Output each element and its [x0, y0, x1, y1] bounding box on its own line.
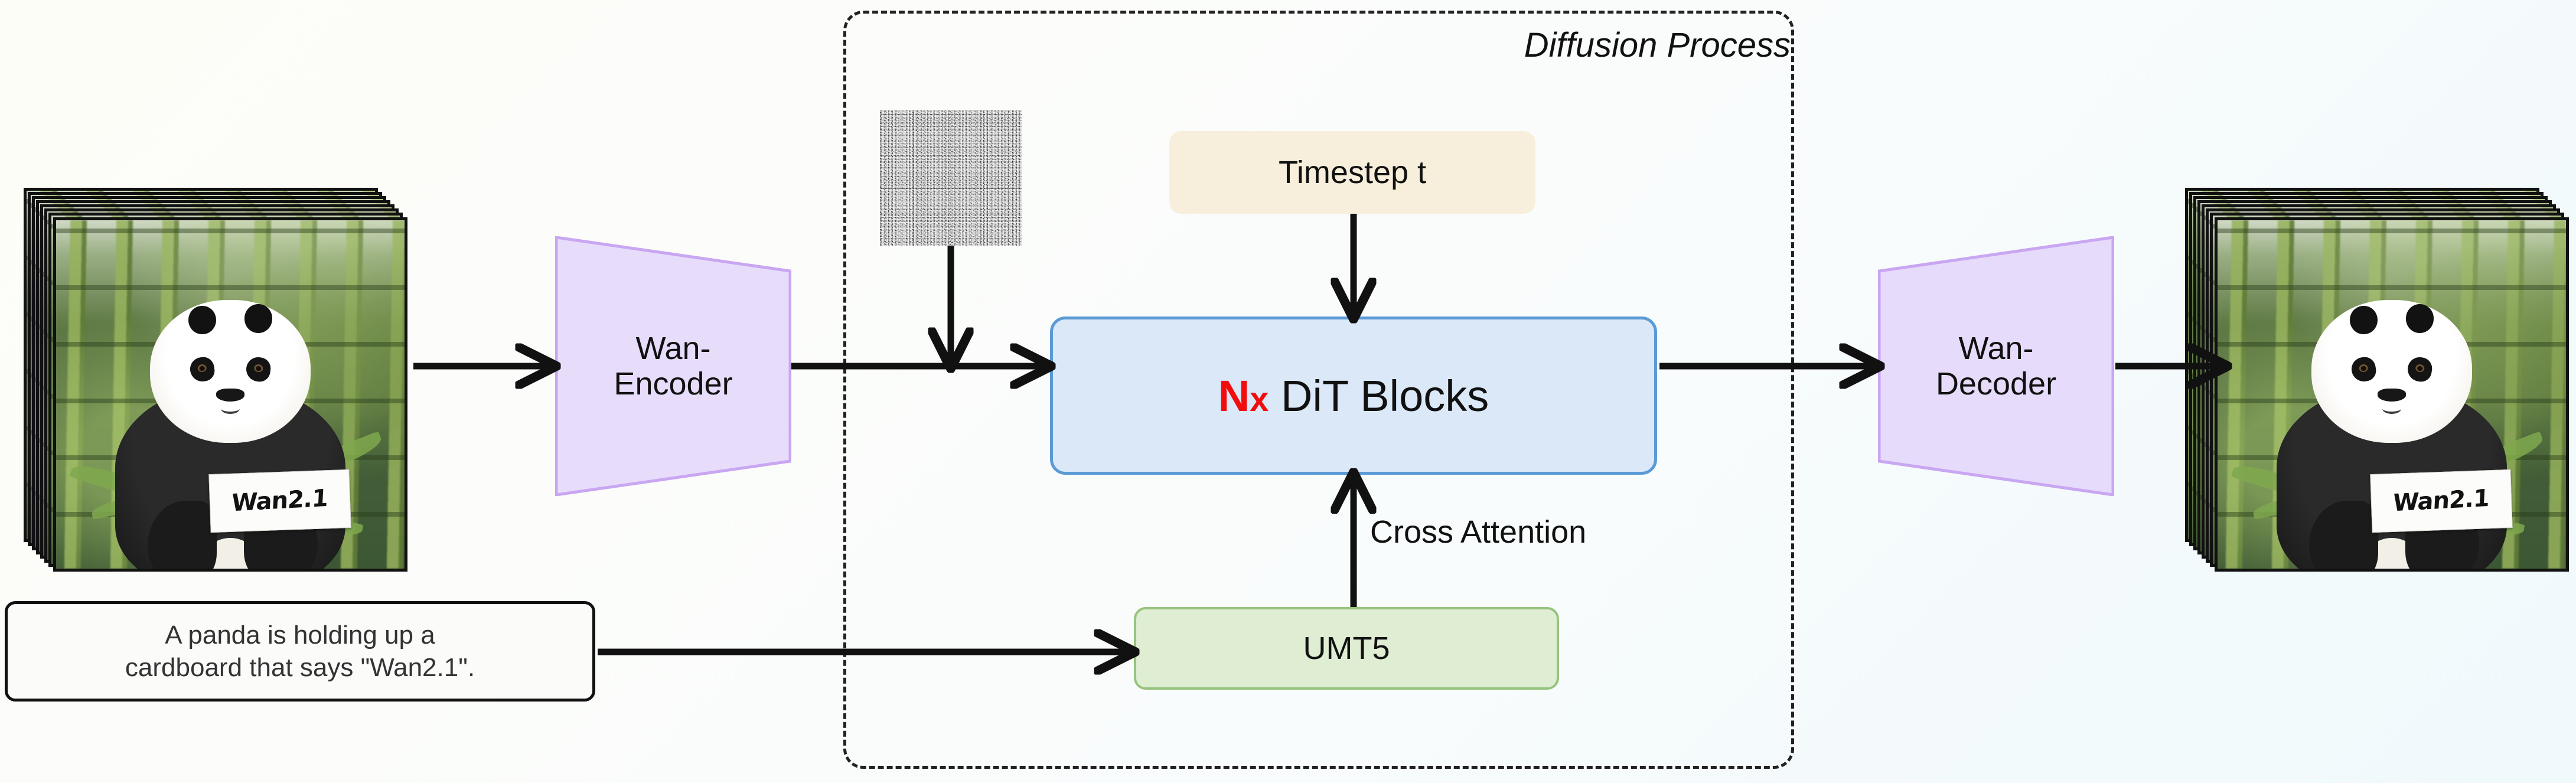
diffusion-process-container [843, 11, 1794, 769]
panda-illustration-output: Wan2.1 [2218, 283, 2566, 569]
output-frame-stack: Wan2.1 [2185, 188, 2569, 572]
wan-decoder-label-line2: Decoder [1935, 366, 2057, 402]
wan-decoder-label-line1: Wan- [1958, 330, 2034, 366]
dit-blocks-block[interactable]: Nx DiT Blocks [1050, 317, 1657, 475]
prompt-line-1: A panda is holding up a [165, 621, 435, 650]
gaussian-noise-patch [880, 110, 1022, 246]
panda-illustration: Wan2.1 [56, 283, 405, 569]
dit-times-symbol: x [1250, 380, 1269, 419]
input-frame-stack: Wan2.1 [24, 188, 407, 572]
prompt-text-box[interactable]: A panda is holding up a cardboard that s… [5, 601, 595, 702]
timestep-block[interactable]: Timestep t [1169, 131, 1535, 214]
umt5-block[interactable]: UMT5 [1134, 607, 1559, 690]
timestep-label: Timestep t [1278, 155, 1427, 190]
dit-repeat-count: N [1218, 371, 1250, 420]
wan-encoder-label-line1: Wan- [635, 330, 711, 366]
cardboard-sign-output-text: Wan2.1 [2392, 484, 2490, 517]
umt5-label: UMT5 [1303, 631, 1390, 666]
wan-encoder-label-line2: Encoder [614, 366, 733, 402]
wan-decoder-block[interactable]: Wan- Decoder [1878, 236, 2114, 496]
dit-blocks-label: DiT Blocks [1281, 371, 1489, 420]
cardboard-sign-text: Wan2.1 [230, 484, 329, 517]
cross-attention-label: Cross Attention [1370, 514, 1587, 550]
wan-encoder-outline [555, 236, 791, 496]
input-front-frame: Wan2.1 [53, 217, 407, 572]
wan-decoder-outline [1878, 236, 2114, 496]
diffusion-process-title: Diffusion Process [1524, 25, 1791, 64]
cardboard-sign-output: Wan2.1 [2369, 469, 2513, 533]
prompt-line-2: cardboard that says "Wan2.1". [125, 653, 475, 682]
wan-encoder-block[interactable]: Wan- Encoder [555, 236, 791, 496]
output-front-frame: Wan2.1 [2215, 217, 2569, 572]
cardboard-sign: Wan2.1 [208, 469, 351, 533]
